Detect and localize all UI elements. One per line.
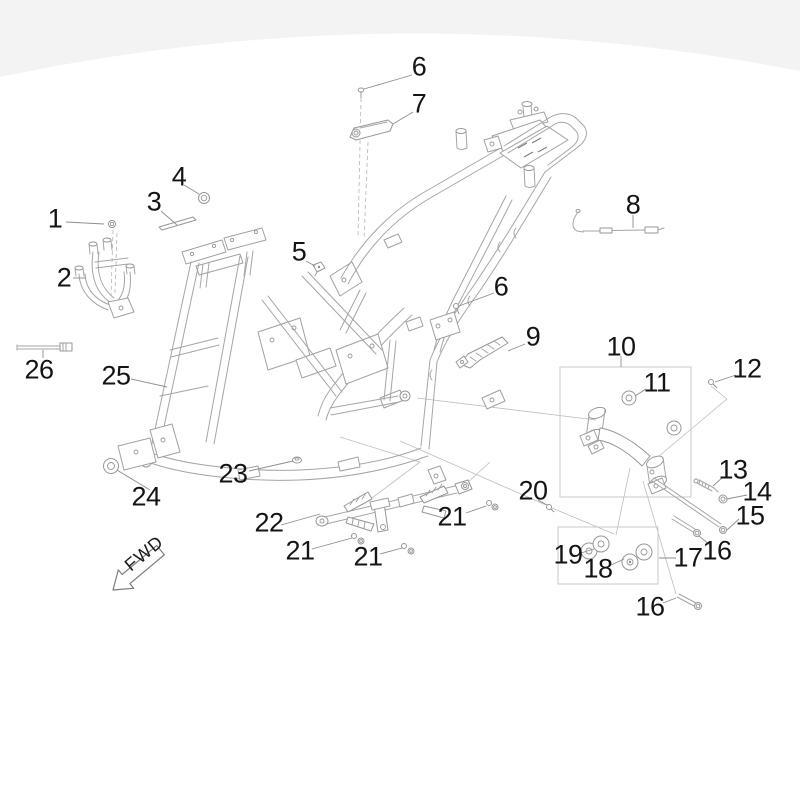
part-4-grommet [198,192,210,204]
callout-3: 3 [146,186,162,217]
part-1-bolt [108,220,116,228]
callout-1: 1 [47,203,63,234]
part-24-washer [103,458,119,474]
callout-13: 13 [718,454,748,485]
top-curved-band [0,0,800,77]
callout-2: 2 [56,262,72,293]
frame-part-25 [117,101,587,485]
callout-leader-lines [42,74,748,604]
part-10-linkage-bracket [579,406,667,495]
callout-17: 17 [673,542,703,573]
part-26-rod [16,342,73,352]
assembly-dashed-lines [110,97,369,297]
callout-4: 4 [171,161,187,192]
callout-15: 15 [735,500,765,531]
callout-25: 25 [101,360,131,391]
callout-21-mid: 21 [353,541,383,572]
fwd-arrow: FWD [112,531,167,591]
callout-12: 12 [732,353,762,384]
callout-11: 11 [643,367,671,398]
callout-23: 23 [218,458,248,489]
callout-20: 20 [518,475,548,506]
part-11-bushings [621,390,682,436]
callout-14: 14 [742,476,772,507]
callout-24: 24 [131,481,161,512]
callout-6-mid: 6 [493,271,509,302]
callout-9: 9 [525,321,541,352]
association-lines [339,385,728,595]
part-6-bolt-mid [453,303,460,315]
part-3-strip [158,216,197,231]
part-7-lever [349,119,394,141]
part-13-threaded-bolt [693,478,719,493]
part-22-crossbar [315,479,473,533]
callout-16-right: 16 [702,535,732,566]
callout-5: 5 [291,236,307,267]
part-14-nut [718,494,728,504]
part-9-footrest [455,336,509,369]
callout-21-left: 21 [285,535,315,566]
callout-10: 10 [606,331,636,362]
callout-26: 26 [24,354,54,385]
part-21-bolts [351,500,499,555]
callout-7: 7 [411,88,427,119]
callout-21-right: 21 [437,501,467,532]
part-12-bolt [708,379,718,389]
part-15-long-bolt [651,477,727,534]
lower-bushing-box [557,526,659,585]
callout-6-top: 6 [411,51,427,82]
callout-16-bottom: 16 [635,591,665,622]
part-5-clamp [312,261,326,277]
upper-linkage-box [559,366,692,498]
part-16-rod-upper [671,515,701,537]
part-8-cable [572,209,665,234]
part-23-plug [292,456,302,464]
part-6-bolt-top [357,87,365,98]
part-20-bolt [546,504,555,513]
part-2-front-guard [74,237,136,319]
callout-22: 22 [254,507,284,538]
callout-8: 8 [625,189,641,220]
callout-18: 18 [583,553,613,584]
callout-19: 19 [553,539,583,570]
part-16-rod-lower [676,593,702,610]
